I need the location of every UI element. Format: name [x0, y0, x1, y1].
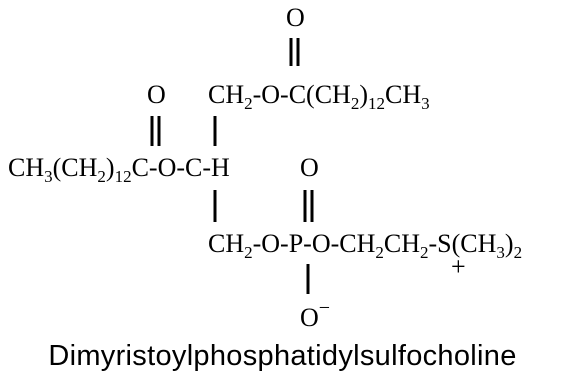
negative-charge: − [319, 297, 330, 319]
upper-carbonyl-oxygen: O [286, 3, 305, 32]
structure-diagram: O CH2-O-C(CH2)12CH3 O CH3(CH2)12C-O-C-H … [8, 3, 522, 330]
phosphoryl-oxygen: O [300, 153, 319, 182]
middle-carbonyl-oxygen: O [147, 80, 166, 109]
sulfonium-positive-charge: + [451, 252, 466, 281]
molecule-caption: Dimyristoylphosphatidylsulfocholine [48, 340, 517, 372]
upper-chain-formula: CH2-O-C(CH2)12CH3 [208, 80, 430, 113]
phosphate-oxide-ion: O− [300, 297, 330, 330]
lower-chain-formula: CH2-O-P-O-CH2CH2-S(CH3)2 [208, 229, 522, 262]
middle-chain-formula: CH3(CH2)12C-O-C-H [8, 153, 230, 186]
